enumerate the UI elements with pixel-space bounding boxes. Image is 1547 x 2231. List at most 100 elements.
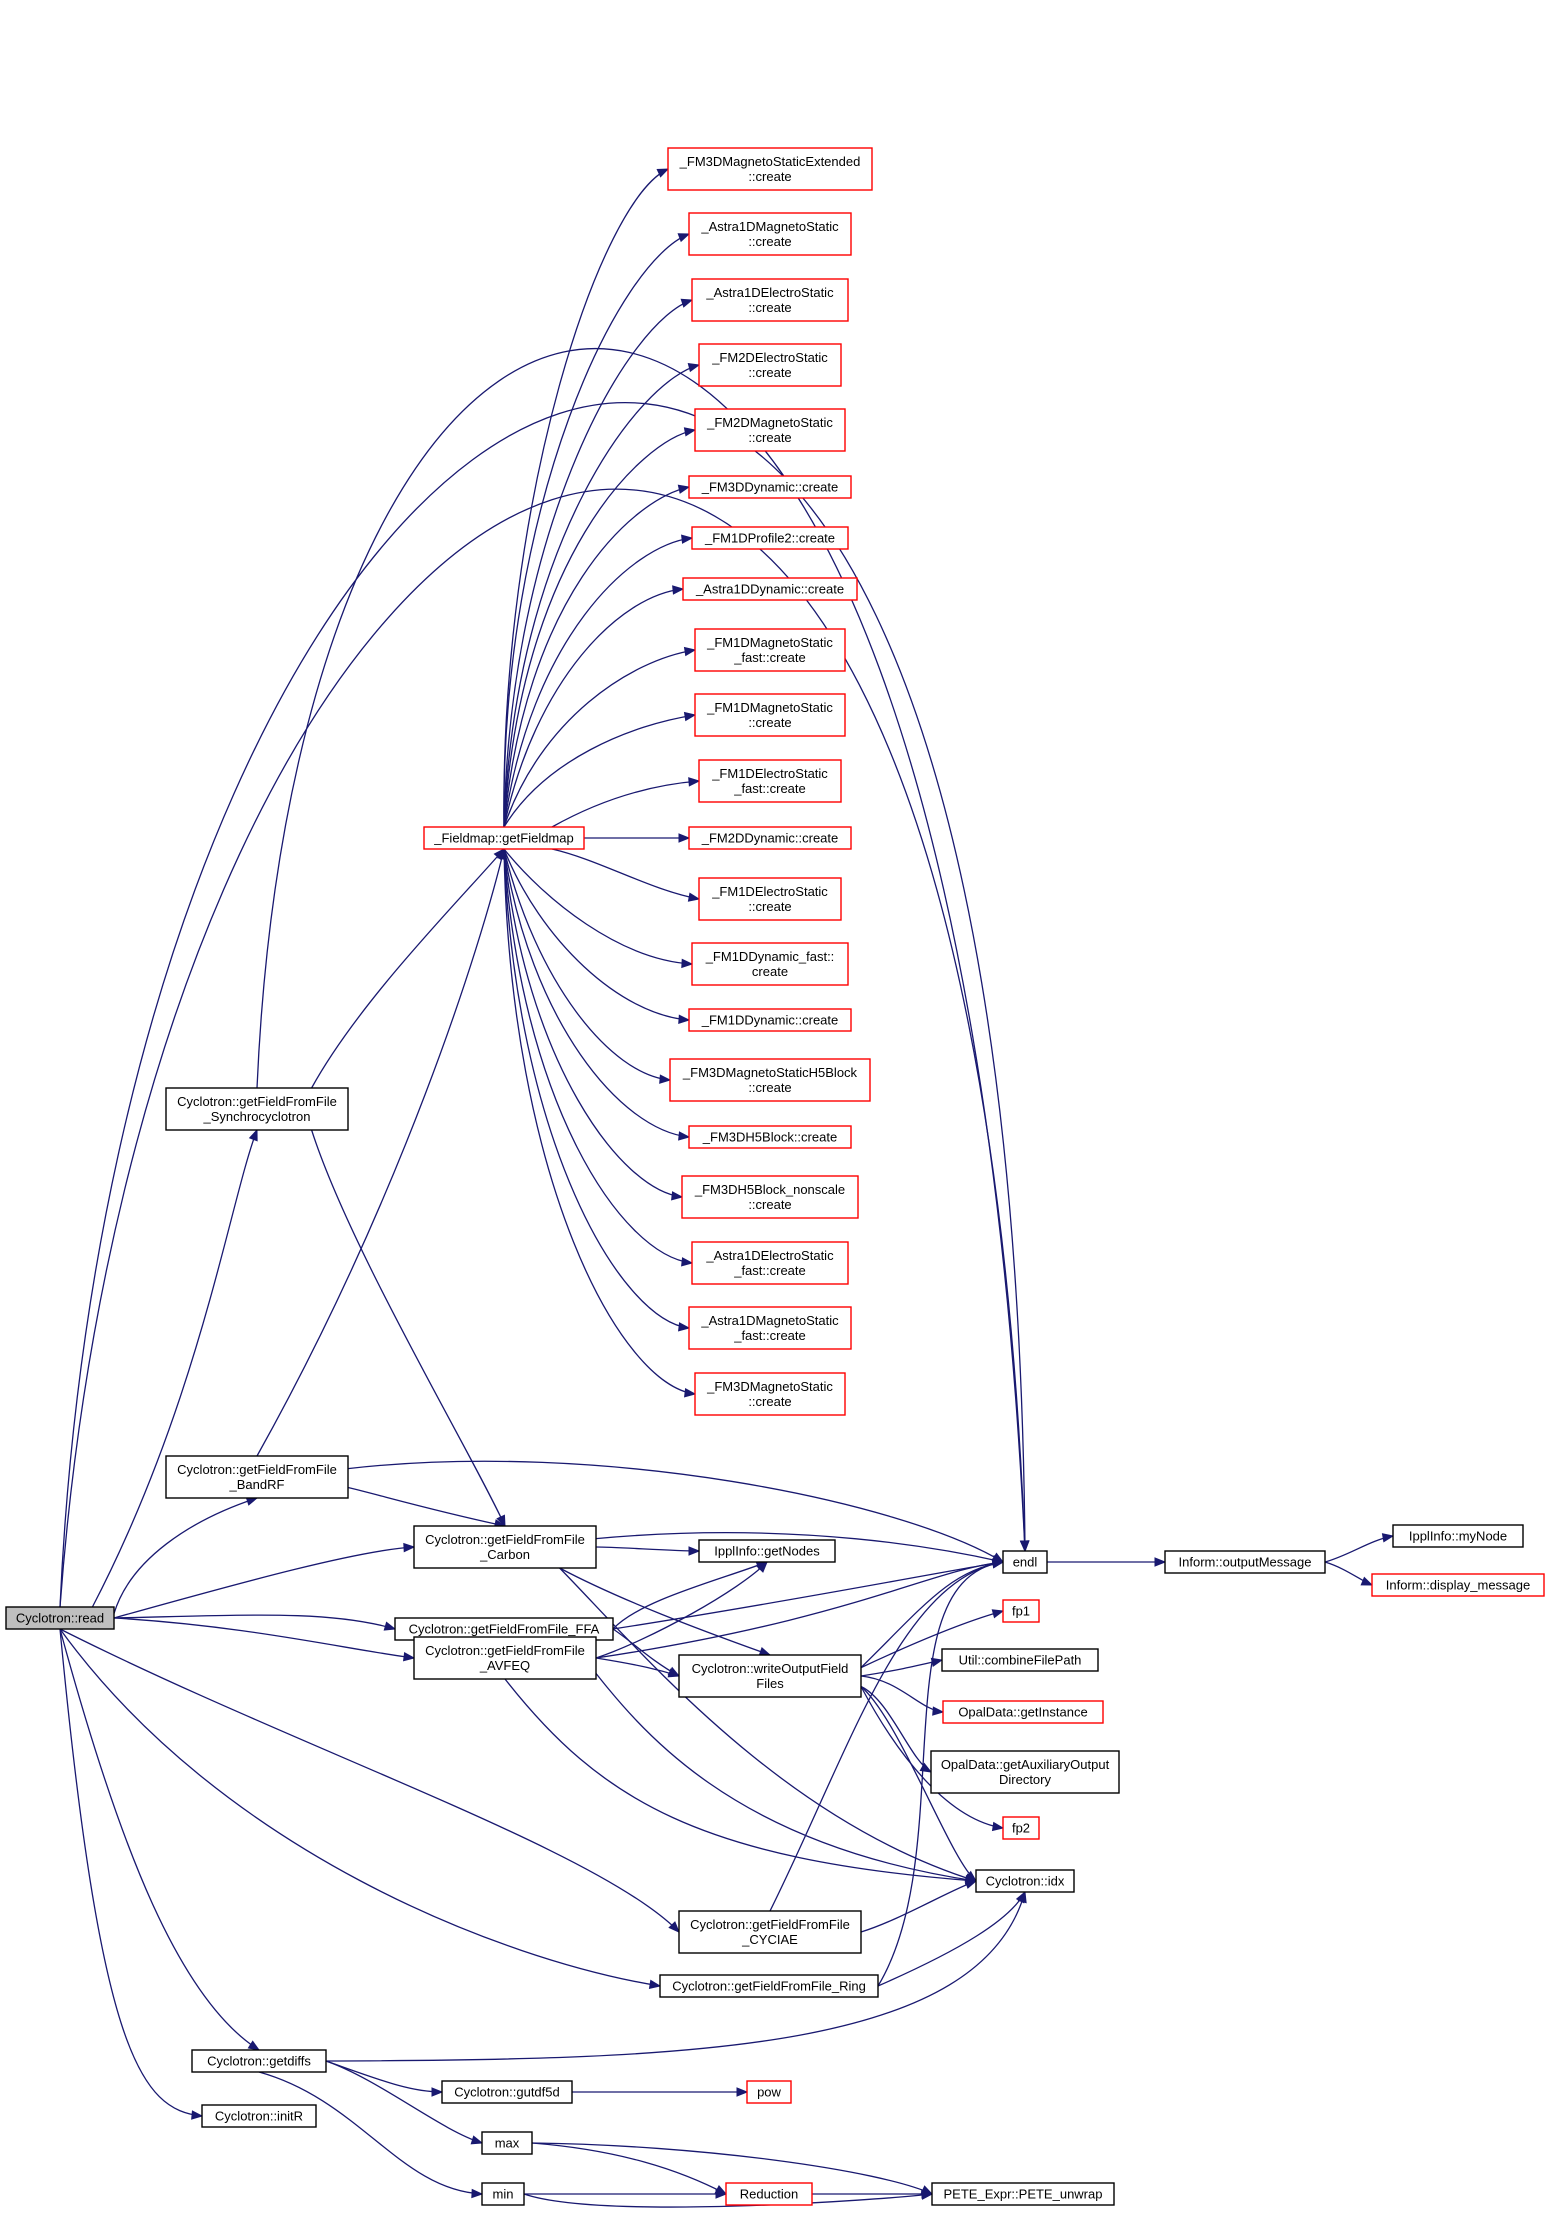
node-read[interactable]: Cyclotron::read [5,1606,115,1630]
node-box-getAVFEQ[interactable] [413,1636,597,1680]
node-box-c13[interactable] [698,877,842,921]
node-box-getSync[interactable] [165,1087,349,1131]
node-c1[interactable]: _FM3DMagnetoStaticExtended::create [667,147,873,191]
node-pow[interactable]: pow [746,2080,792,2104]
node-box-gutdf5d[interactable] [441,2080,573,2104]
node-box-pow[interactable] [746,2080,792,2104]
node-box-getNodes[interactable] [698,1539,836,1563]
node-c19[interactable]: _Astra1DElectroStatic_fast::create [691,1241,849,1285]
node-gutdf5d[interactable]: Cyclotron::gutdf5d [441,2080,573,2104]
node-box-c20[interactable] [688,1306,852,1350]
node-c14[interactable]: _FM1DDynamic_fast::create [691,942,849,986]
node-c3[interactable]: _Astra1DElectroStatic::create [691,278,849,322]
node-c21[interactable]: _FM3DMagnetoStatic::create [694,1372,846,1416]
node-box-combine[interactable] [941,1648,1099,1672]
node-c2[interactable]: _Astra1DMagnetoStatic::create [688,212,852,256]
node-box-idx[interactable] [975,1869,1075,1893]
node-initR[interactable]: Cyclotron::initR [201,2104,317,2128]
node-box-c12[interactable] [688,826,852,850]
node-box-c1[interactable] [667,147,873,191]
node-box-c8[interactable] [682,577,858,601]
node-getRing[interactable]: Cyclotron::getFieldFromFile_Ring [659,1974,879,1998]
node-myNode[interactable]: IpplInfo::myNode [1392,1524,1524,1548]
node-box-c19[interactable] [691,1241,849,1285]
node-c16[interactable]: _FM3DMagnetoStaticH5Block::create [669,1058,871,1102]
node-box-fp2[interactable] [1002,1816,1040,1840]
node-min[interactable]: min [481,2182,525,2206]
node-box-getdiffs[interactable] [191,2049,327,2073]
node-box-getCarbon[interactable] [413,1525,597,1569]
node-getNodes[interactable]: IpplInfo::getNodes [698,1539,836,1563]
node-c11[interactable]: _FM1DElectroStatic_fast::create [698,759,842,803]
node-getAVFEQ[interactable]: Cyclotron::getFieldFromFile_AVFEQ [413,1636,597,1680]
node-outMsg[interactable]: Inform::outputMessage [1164,1550,1326,1574]
node-c15[interactable]: _FM1DDynamic::create [688,1008,852,1032]
node-box-c7[interactable] [691,526,849,550]
node-box-writeOut[interactable] [678,1654,862,1698]
node-box-getRing[interactable] [659,1974,879,1998]
node-box-read[interactable] [5,1606,115,1630]
edge-writeOut-to-fp1 [860,1610,1004,1669]
node-box-c15[interactable] [688,1008,852,1032]
node-c20[interactable]: _Astra1DMagnetoStatic_fast::create [688,1306,852,1350]
node-c17[interactable]: _FM3DH5Block::create [688,1125,852,1149]
node-idx[interactable]: Cyclotron::idx [975,1869,1075,1893]
node-box-c17[interactable] [688,1125,852,1149]
node-getCYCIAE[interactable]: Cyclotron::getFieldFromFile_CYCIAE [678,1910,862,1954]
node-c13[interactable]: _FM1DElectroStatic::create [698,877,842,921]
node-box-endl[interactable] [1002,1550,1048,1574]
node-reduction[interactable]: Reduction [725,2182,813,2206]
node-box-min[interactable] [481,2182,525,2206]
node-box-reduction[interactable] [725,2182,813,2206]
node-c6[interactable]: _FM3DDynamic::create [688,475,852,499]
node-box-c14[interactable] [691,942,849,986]
node-c7[interactable]: _FM1DProfile2::create [691,526,849,550]
node-c12[interactable]: _FM2DDynamic::create [688,826,852,850]
node-c8[interactable]: _Astra1DDynamic::create [682,577,858,601]
node-box-c4[interactable] [698,343,842,387]
node-box-c6[interactable] [688,475,852,499]
node-c4[interactable]: _FM2DElectroStatic::create [698,343,842,387]
node-box-c21[interactable] [694,1372,846,1416]
node-box-c16[interactable] [669,1058,871,1102]
node-box-pete[interactable] [931,2182,1115,2206]
node-c5[interactable]: _FM2DMagnetoStatic::create [694,408,846,452]
node-box-getBand[interactable] [165,1455,349,1499]
node-box-max[interactable] [481,2131,533,2155]
node-getBand[interactable]: Cyclotron::getFieldFromFile_BandRF [165,1455,349,1499]
node-getCarbon[interactable]: Cyclotron::getFieldFromFile_Carbon [413,1525,597,1569]
node-box-c2[interactable] [688,212,852,256]
node-c18[interactable]: _FM3DH5Block_nonscale::create [681,1175,859,1219]
node-box-getCYCIAE[interactable] [678,1910,862,1954]
node-box-c9[interactable] [694,628,846,672]
node-box-getFieldmap[interactable] [423,826,585,850]
node-c10[interactable]: _FM1DMagnetoStatic::create [694,693,846,737]
node-combine[interactable]: Util::combineFilePath [941,1648,1099,1672]
node-box-dispMsg[interactable] [1371,1573,1545,1597]
node-c9[interactable]: _FM1DMagnetoStatic_fast::create [694,628,846,672]
node-fp2[interactable]: fp2 [1002,1816,1040,1840]
node-box-c10[interactable] [694,693,846,737]
node-pete[interactable]: PETE_Expr::PETE_unwrap [931,2182,1115,2206]
node-fp1[interactable]: fp1 [1002,1599,1040,1623]
node-getdiffs[interactable]: Cyclotron::getdiffs [191,2049,327,2073]
node-box-c18[interactable] [681,1175,859,1219]
node-endl[interactable]: endl [1002,1550,1048,1574]
node-box-outMsg[interactable] [1164,1550,1326,1574]
node-getFFA[interactable]: Cyclotron::getFieldFromFile_FFA [394,1617,614,1641]
node-max[interactable]: max [481,2131,533,2155]
node-box-getAux[interactable] [930,1750,1120,1794]
node-box-fp1[interactable] [1002,1599,1040,1623]
node-box-c3[interactable] [691,278,849,322]
node-box-initR[interactable] [201,2104,317,2128]
node-box-myNode[interactable] [1392,1524,1524,1548]
node-box-c11[interactable] [698,759,842,803]
node-getInst[interactable]: OpalData::getInstance [942,1700,1104,1724]
node-getSync[interactable]: Cyclotron::getFieldFromFile_Synchrocyclo… [165,1087,349,1131]
node-dispMsg[interactable]: Inform::display_message [1371,1573,1545,1597]
node-box-c5[interactable] [694,408,846,452]
node-getFieldmap[interactable]: _Fieldmap::getFieldmap [423,826,585,850]
node-box-getInst[interactable] [942,1700,1104,1724]
